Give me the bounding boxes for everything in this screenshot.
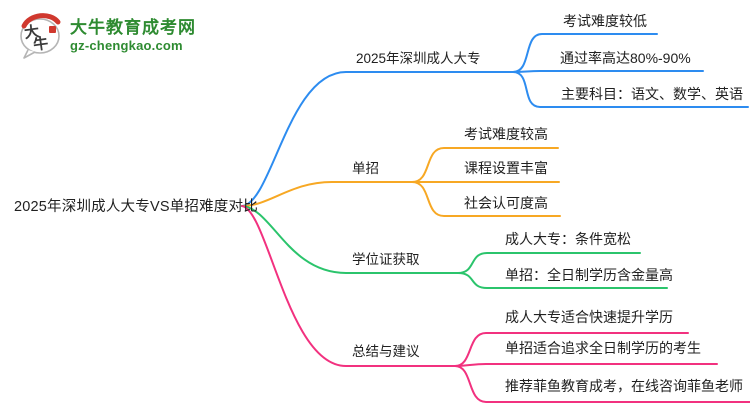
branch4-child2-connector: [454, 363, 718, 367]
branch2-subtopic-1[interactable]: 考试难度较高: [464, 126, 548, 142]
branch1-child3-connector: [512, 71, 749, 108]
branch4-subtopic-1[interactable]: 成人大专适合快速提升学历: [505, 309, 673, 325]
branch4-lines: [241, 205, 750, 403]
branch1-child2-connector: [512, 70, 704, 73]
branch4-topic[interactable]: 总结与建议: [352, 344, 420, 359]
branch1-lines: [241, 33, 749, 207]
branch3-connector: [241, 205, 459, 274]
branch2-topic[interactable]: 单招: [352, 161, 379, 176]
branch2-subtopic-3[interactable]: 社会认可度高: [464, 195, 548, 211]
site-domain: gz-chengkao.com: [70, 38, 183, 53]
branch3-lines: [241, 205, 668, 289]
branch3-subtopic-2[interactable]: 单招：全日制学历含金量高: [505, 267, 673, 283]
branch1-subtopic-2[interactable]: 通过率高达80%-90%: [560, 50, 691, 66]
branch4-child3-connector: [454, 365, 750, 403]
site-logo-text: 大牛教育成考网 gz-chengkao.com: [70, 17, 196, 53]
svg-text:牛: 牛: [32, 34, 49, 54]
daniu-bull-badge-icon: 大 牛: [18, 10, 64, 60]
branch1-subtopic-3[interactable]: 主要科目：语文、数学、英语: [561, 86, 743, 102]
branch2-child3-connector: [411, 181, 561, 217]
svg-text:大: 大: [23, 22, 40, 42]
branch1-subtopic-1[interactable]: 考试难度较低: [563, 13, 647, 29]
root-topic[interactable]: 2025年深圳成人大专VS单招难度对比: [14, 199, 258, 215]
branch3-subtopic-1[interactable]: 成人大专：条件宽松: [505, 231, 631, 247]
branch3-child1-connector: [457, 252, 641, 274]
branch1-connector: [241, 71, 514, 207]
branch1-child1-connector: [512, 33, 658, 73]
branch4-connector: [241, 205, 456, 367]
site-logo[interactable]: 大 牛 大牛教育成考网 gz-chengkao.com: [18, 10, 196, 60]
branch4-subtopic-2[interactable]: 单招适合追求全日制学历的考生: [505, 340, 701, 356]
branch2-lines: [241, 147, 561, 217]
branch2-connector: [241, 181, 413, 207]
branch1-topic[interactable]: 2025年深圳成人大专: [356, 51, 481, 66]
branch4-subtopic-3[interactable]: 推荐菲鱼教育成考，在线咨询菲鱼老师: [505, 378, 743, 394]
branch3-child2-connector: [457, 272, 668, 289]
branch2-subtopic-2[interactable]: 课程设置丰富: [464, 160, 548, 176]
branch2-child1-connector: [411, 147, 559, 183]
site-name: 大牛教育成考网: [70, 18, 196, 37]
branch3-topic[interactable]: 学位证获取: [352, 252, 420, 267]
